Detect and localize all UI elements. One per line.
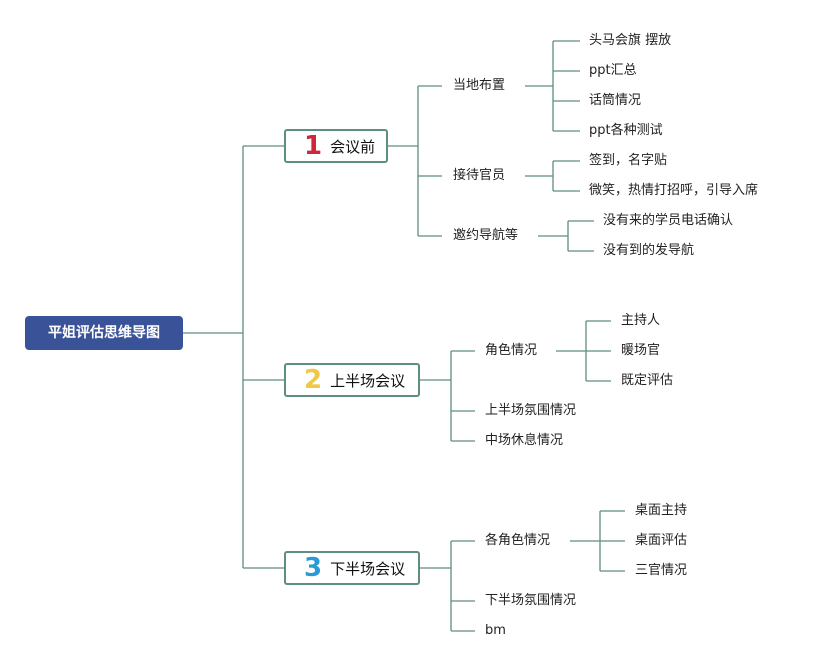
leaf-topic[interactable]: 没有来的学员电话确认: [603, 213, 734, 228]
leaf-topic[interactable]: 桌面主持: [635, 503, 688, 518]
connector-b1-c2: [525, 160, 580, 192]
connector-root: [183, 145, 284, 569]
leaf-topic[interactable]: 没有到的发导航: [603, 243, 695, 258]
leaf-topic[interactable]: 桌面评估: [635, 533, 688, 548]
branch-label: 下半场会议: [330, 559, 406, 578]
number-2-icon: 2: [304, 365, 323, 395]
leaf-topic[interactable]: ppt汇总: [589, 63, 637, 78]
subtopic-first-half-atmosphere[interactable]: 上半场氛围情况: [485, 403, 577, 418]
subtopic-invitation[interactable]: 邀约导航等: [453, 228, 519, 243]
connector-branch-1: [388, 85, 442, 237]
leaf-topic[interactable]: 三官情况: [635, 563, 688, 578]
leaf-topic[interactable]: 话筒情况: [589, 93, 642, 108]
number-3-icon: 3: [304, 553, 323, 583]
connector-b1-c3: [538, 220, 594, 252]
connector-b1-c1: [525, 40, 580, 132]
branch-label: 会议前: [330, 137, 376, 156]
branch-3-topic[interactable]: 3 下半场会议: [284, 551, 420, 585]
branch-1-topic[interactable]: 1 会议前: [284, 129, 388, 163]
subtopic-all-roles[interactable]: 各角色情况: [485, 533, 551, 548]
subtopic-roles[interactable]: 角色情况: [485, 343, 538, 358]
subtopic-venue-setup[interactable]: 当地布置: [453, 78, 506, 93]
subtopic-bm[interactable]: bm: [485, 623, 506, 638]
leaf-topic[interactable]: 既定评估: [621, 373, 674, 388]
subtopic-intermission[interactable]: 中场休息情况: [485, 433, 564, 448]
leaf-topic[interactable]: 微笑，热情打招呼，引导入席: [589, 183, 759, 198]
branch-2-topic[interactable]: 2 上半场会议: [284, 363, 420, 397]
branch-label: 上半场会议: [330, 371, 406, 390]
leaf-topic[interactable]: 签到，名字贴: [589, 153, 668, 168]
leaf-topic[interactable]: ppt各种测试: [589, 123, 663, 138]
root-topic[interactable]: 平姐评估思维导图: [25, 316, 183, 350]
leaf-topic[interactable]: 主持人: [621, 313, 661, 328]
connector-branch-3: [420, 540, 475, 632]
connector-b2-c1: [556, 320, 611, 382]
subtopic-reception[interactable]: 接待官员: [453, 168, 506, 183]
connector-branch-2: [420, 350, 475, 442]
leaf-topic[interactable]: 头马会旗 摆放: [589, 33, 672, 48]
number-1-icon: 1: [304, 131, 323, 161]
subtopic-second-half-atmosphere[interactable]: 下半场氛围情况: [485, 593, 577, 608]
connector-b3-c1: [570, 510, 625, 572]
leaf-topic[interactable]: 暖场官: [621, 343, 661, 358]
